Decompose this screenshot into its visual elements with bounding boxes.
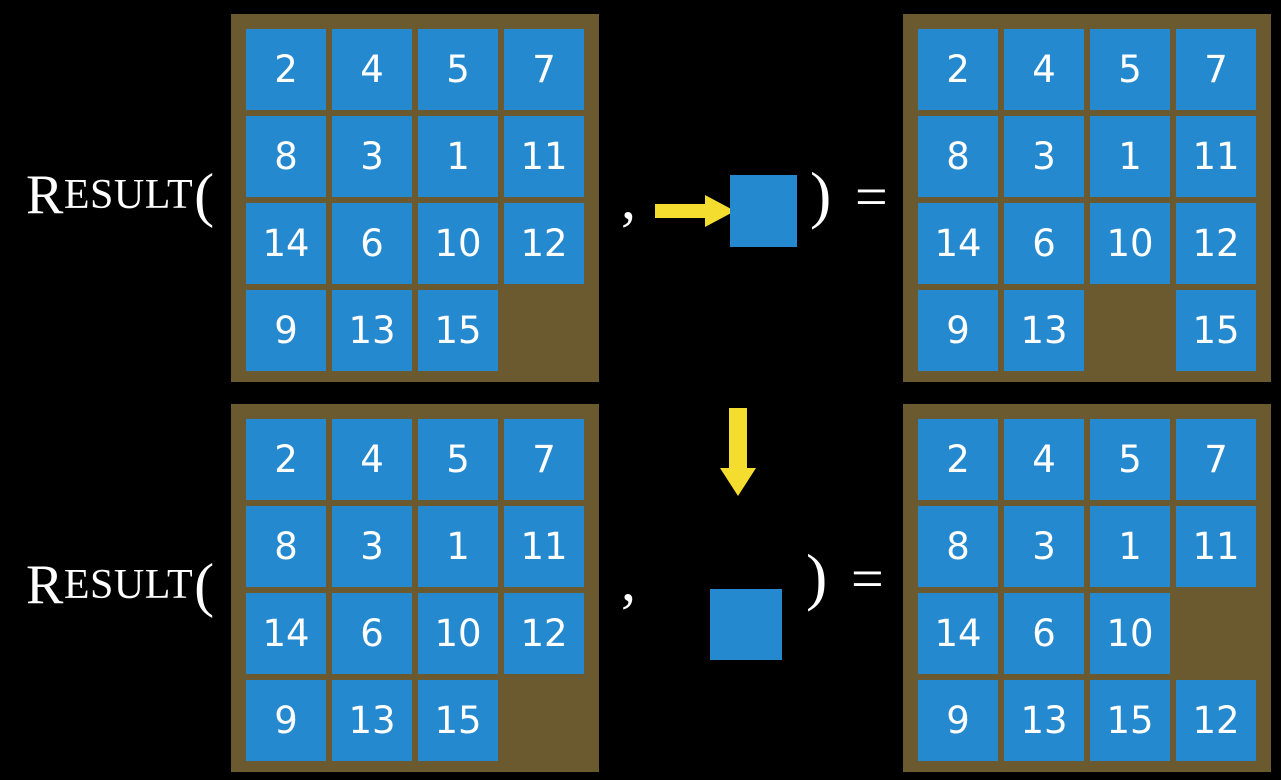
tile[interactable]: 11 [1176, 116, 1256, 197]
tile[interactable]: 4 [1004, 29, 1084, 110]
tile[interactable]: 1 [1090, 116, 1170, 197]
tile[interactable]: 3 [1004, 506, 1084, 587]
tile[interactable]: 14 [918, 593, 998, 674]
tile[interactable]: 4 [1004, 419, 1084, 500]
argument-separator-comma-bottom: , [621, 547, 636, 613]
tile[interactable]: 10 [418, 593, 498, 674]
tile[interactable]: 10 [418, 203, 498, 284]
operator-group-top: , ) = [610, 0, 900, 390]
output-board-bottom: 2 4 5 7 8 3 1 11 14 6 10 9 13 15 12 [903, 404, 1271, 772]
argument-separator-comma-top: , [621, 165, 636, 231]
blank-tile[interactable] [504, 290, 584, 371]
tile[interactable]: 2 [918, 29, 998, 110]
tile[interactable]: 5 [418, 419, 498, 500]
tile[interactable]: 4 [332, 29, 412, 110]
blank-tile[interactable] [1176, 593, 1256, 674]
close-paren-bottom: ) [806, 541, 828, 612]
tile[interactable]: 2 [918, 419, 998, 500]
tile[interactable]: 5 [418, 29, 498, 110]
blank-tile-indicator-top [730, 175, 797, 247]
tile[interactable]: 7 [1176, 29, 1256, 110]
tile[interactable]: 12 [504, 593, 584, 674]
tile[interactable]: 1 [1090, 506, 1170, 587]
input-board-top: 2 4 5 7 8 3 1 11 14 6 10 12 9 13 15 [231, 14, 599, 382]
tile[interactable]: 13 [332, 680, 412, 761]
tile[interactable]: 14 [246, 593, 326, 674]
open-paren-bottom: ( [194, 552, 215, 618]
tile[interactable]: 13 [1004, 680, 1084, 761]
tile[interactable]: 7 [1176, 419, 1256, 500]
result-label-initial: R [26, 554, 64, 616]
tile[interactable]: 2 [246, 29, 326, 110]
equals-sign-top: = [855, 164, 888, 229]
tile[interactable]: 12 [504, 203, 584, 284]
open-paren-top: ( [194, 162, 215, 228]
tile[interactable]: 15 [418, 290, 498, 371]
tile[interactable]: 9 [246, 680, 326, 761]
output-board-top: 2 4 5 7 8 3 1 11 14 6 10 12 9 13 15 [903, 14, 1271, 382]
tile[interactable]: 8 [918, 506, 998, 587]
tile[interactable]: 11 [504, 116, 584, 197]
tile[interactable]: 13 [1004, 290, 1084, 371]
result-label-initial: R [26, 164, 64, 226]
tile[interactable]: 10 [1090, 203, 1170, 284]
arrow-right-icon [655, 195, 735, 227]
tile[interactable]: 9 [246, 290, 326, 371]
blank-tile-indicator-bottom [710, 589, 782, 660]
tile[interactable]: 6 [332, 203, 412, 284]
blank-tile[interactable] [1090, 290, 1170, 371]
tile[interactable]: 1 [418, 116, 498, 197]
tile[interactable]: 6 [1004, 203, 1084, 284]
tile[interactable]: 5 [1090, 419, 1170, 500]
tile[interactable]: 12 [1176, 203, 1256, 284]
tile[interactable]: 9 [918, 680, 998, 761]
tile[interactable]: 9 [918, 290, 998, 371]
tile[interactable]: 11 [1176, 506, 1256, 587]
tile[interactable]: 4 [332, 419, 412, 500]
tile[interactable]: 15 [1176, 290, 1256, 371]
blank-tile[interactable] [504, 680, 584, 761]
equals-sign-bottom: = [851, 546, 884, 611]
tile[interactable]: 8 [246, 506, 326, 587]
tile[interactable]: 13 [332, 290, 412, 371]
operator-group-bottom: , ) = [610, 390, 900, 780]
result-label-remainder: ESULT [63, 562, 194, 608]
tile[interactable]: 7 [504, 29, 584, 110]
tile[interactable]: 15 [418, 680, 498, 761]
input-board-bottom: 2 4 5 7 8 3 1 11 14 6 10 12 9 13 15 [231, 404, 599, 772]
close-paren-top: ) [810, 159, 832, 230]
result-label-remainder: ESULT [63, 172, 194, 218]
tile[interactable]: 12 [1176, 680, 1256, 761]
tile[interactable]: 10 [1090, 593, 1170, 674]
tile[interactable]: 2 [246, 419, 326, 500]
tile[interactable]: 14 [918, 203, 998, 284]
tile[interactable]: 7 [504, 419, 584, 500]
arrow-down-icon [720, 408, 756, 496]
tile[interactable]: 8 [918, 116, 998, 197]
tile[interactable]: 8 [246, 116, 326, 197]
tile[interactable]: 15 [1090, 680, 1170, 761]
tile[interactable]: 3 [332, 116, 412, 197]
tile[interactable]: 6 [1004, 593, 1084, 674]
tile[interactable]: 3 [1004, 116, 1084, 197]
tile[interactable]: 5 [1090, 29, 1170, 110]
tile[interactable]: 14 [246, 203, 326, 284]
tile[interactable]: 6 [332, 593, 412, 674]
tile[interactable]: 1 [418, 506, 498, 587]
tile[interactable]: 11 [504, 506, 584, 587]
tile[interactable]: 3 [332, 506, 412, 587]
